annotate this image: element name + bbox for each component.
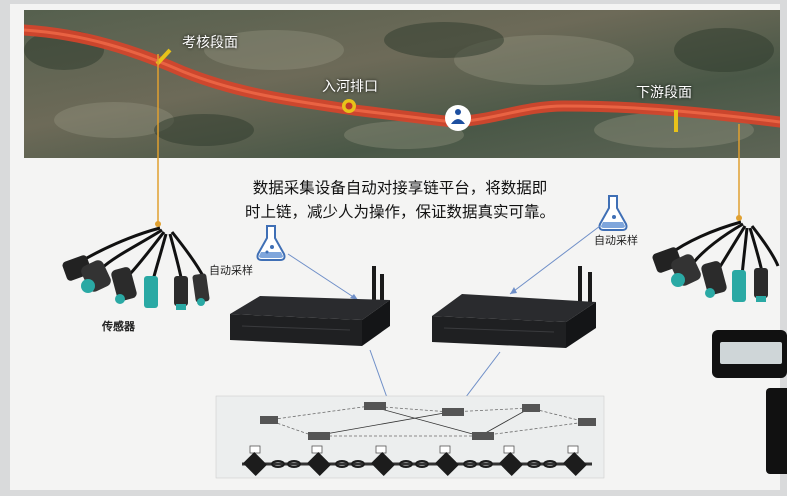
caption: 数据采集设备自动对接享链平台，将数据即 时上链，减少人为操作，保证数据真实可靠。	[190, 176, 610, 224]
slide: 考核段面 入河排口 下游段面	[10, 4, 780, 490]
blockchain-chain	[242, 451, 592, 477]
map-graphics	[24, 10, 780, 158]
outfall-label: 入河排口	[322, 79, 378, 95]
assessment-section-marker	[155, 48, 172, 66]
right-sampling-arrow	[509, 225, 601, 295]
left-sampling-arrow	[287, 253, 359, 301]
blockchain-network-panel	[215, 395, 605, 479]
satellite-map: 考核段面 入河排口 下游段面	[24, 10, 780, 158]
downstream-section-label: 下游段面	[636, 85, 692, 101]
left-sensor-cluster	[62, 226, 210, 310]
monitoring-station-icon	[445, 105, 471, 131]
caption-line-1: 数据采集设备自动对接享链平台，将数据即	[252, 179, 548, 197]
outfall-target-icon	[342, 99, 356, 113]
assessment-section-label: 考核段面	[182, 35, 238, 51]
caption-line-2: 时上链，减少人为操作，保证数据真实可靠。	[244, 203, 555, 221]
left-gateway-device	[230, 266, 390, 346]
diagram-graphics	[62, 54, 780, 479]
right-sensor-cluster	[652, 220, 780, 302]
right-gateway-device	[432, 266, 596, 348]
left-flask-icon	[256, 225, 286, 261]
auto-sampling-label-left: 自动采样	[209, 264, 253, 277]
display-screen	[720, 342, 782, 364]
auto-sampling-label-right: 自动采样	[594, 234, 638, 247]
display-bezel-top	[712, 330, 787, 378]
display-bezel-bottom	[766, 388, 787, 474]
sensors-label: 传感器	[102, 320, 135, 333]
